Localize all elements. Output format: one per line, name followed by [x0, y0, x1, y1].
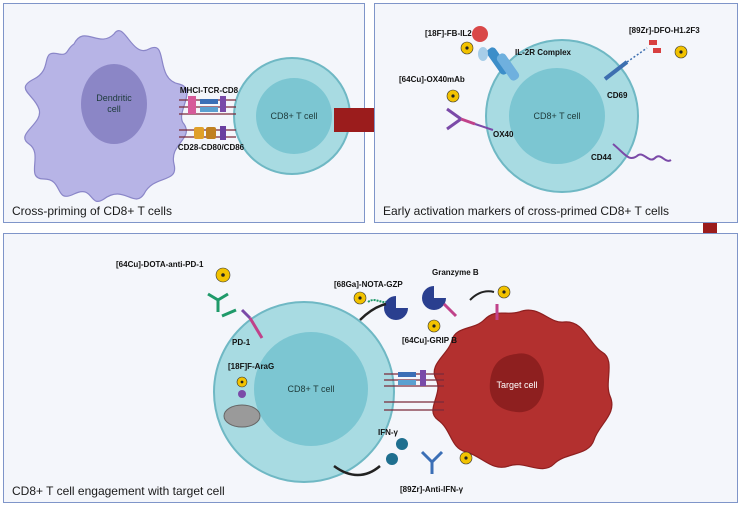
target-nucleus	[489, 353, 544, 413]
radiation-icon	[427, 319, 441, 333]
radiation-icon	[460, 41, 474, 55]
grip-b-binder	[442, 302, 458, 318]
cd8-t-cell-nucleus-p2	[509, 68, 605, 164]
mhci-tcr-cd8-label: MHCI-TCR-CD8	[180, 86, 239, 95]
synapse-receptors-p3	[384, 370, 444, 411]
cd8-t-cell-label-p2: CD8+ T cell	[534, 111, 581, 121]
nota-gzp-label: [68Ga]-NOTA-GZP	[334, 280, 403, 289]
cd28-cd80-cd86-label: CD28-CD80/CD86	[178, 143, 245, 152]
arrow-to-granzyme	[359, 302, 387, 321]
ifn-molecule-1	[396, 438, 408, 450]
radiation-icon	[215, 267, 231, 283]
dfo-label: [89Zr]-DFO-H1.2F3	[629, 26, 700, 35]
dendritic-nucleus	[81, 64, 147, 144]
il2r-receptor	[478, 47, 520, 81]
pd1-receptor	[240, 308, 264, 339]
arag-molecule	[238, 390, 246, 398]
radiation-icon	[353, 291, 367, 305]
anti-pd1-antibodies	[207, 292, 237, 318]
ox40mab-label: [64Cu]-OX40mAb	[399, 75, 465, 84]
panel-title-p2: Early activation markers of cross-primed…	[383, 204, 669, 218]
arrow-to-target	[469, 290, 495, 301]
radiation-icon	[674, 45, 688, 59]
radiation-icon	[497, 285, 511, 299]
il2r-label: IL-2R Complex	[515, 48, 572, 57]
panel-target-engagement: Target cell CD8+ T cell [18F]F-AraG [64C…	[3, 233, 738, 503]
ifn-molecule-2	[386, 453, 398, 465]
ox40-antibody	[446, 107, 494, 131]
cd8-t-cell-nucleus-p1	[256, 78, 332, 154]
cd69-receptor	[603, 40, 661, 81]
granzyme-b-2	[422, 286, 446, 310]
panel-title-p3: CD8+ T cell engagement with target cell	[12, 484, 225, 498]
radiation-icon	[236, 376, 248, 388]
granzyme-label: Granzyme B	[432, 268, 479, 277]
activation-illustration: CD8+ T cell [18F]-FB-IL2 IL-2R Complex […	[399, 26, 700, 193]
fb-il2-label: [18F]-FB-IL2	[425, 29, 472, 38]
granzyme-b-1	[384, 296, 408, 320]
radiation-icon	[446, 89, 460, 103]
cd8-t-cell-label-p1: CD8+ T cell	[271, 111, 318, 121]
engagement-illustration: Target cell CD8+ T cell [18F]F-AraG [64C…	[116, 260, 613, 494]
ox40-label: OX40	[493, 130, 514, 139]
cd8-t-cell-nucleus-p3	[254, 332, 368, 446]
il2-molecule	[472, 26, 488, 42]
target-cell-label: Target cell	[496, 380, 537, 390]
mitochondrion	[223, 404, 261, 428]
arrow-to-ifn	[333, 464, 381, 477]
pd1-label: PD-1	[232, 338, 251, 347]
arag-label: [18F]F-AraG	[228, 362, 274, 371]
cd44-receptor	[612, 143, 672, 162]
grip-label: [64Cu]-GRIP B	[402, 336, 457, 345]
radiation-icon	[459, 451, 473, 465]
cd8-t-cell-label-p3: CD8+ T cell	[288, 384, 335, 394]
cd44-label: CD44	[591, 153, 612, 162]
panel-title-p1: Cross-priming of CD8+ T cells	[12, 204, 172, 218]
dota-pd1-label: [64Cu]-DOTA-anti-PD-1	[116, 260, 204, 269]
panel-activation-markers: CD8+ T cell [18F]-FB-IL2 IL-2R Complex […	[374, 3, 738, 223]
anti-ifn-label: [89Zr]-Anti-IFN-γ	[400, 485, 464, 494]
anti-ifn-antibodies	[420, 450, 444, 474]
ifn-label: IFN-γ	[378, 428, 399, 437]
cd69-label: CD69	[607, 91, 628, 100]
synapse-receptors	[179, 96, 236, 140]
